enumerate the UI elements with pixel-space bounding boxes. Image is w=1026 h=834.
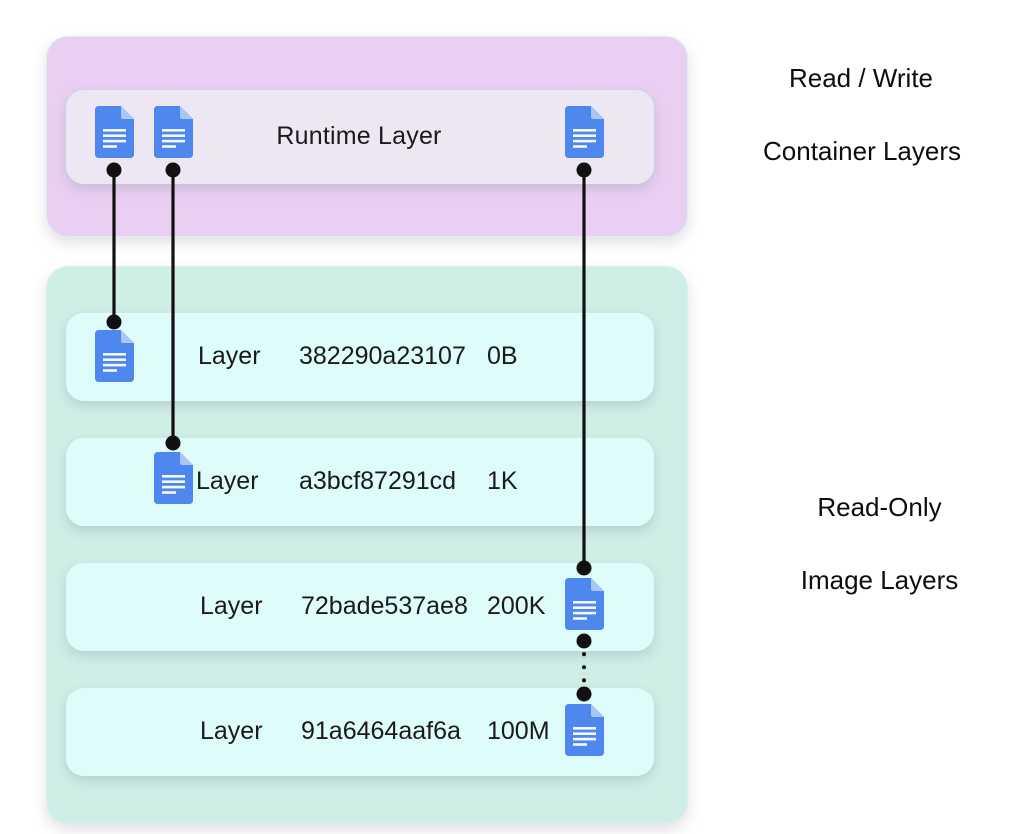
layer-id: 382290a23107 [299,341,466,370]
layer-size: 1K [487,466,518,495]
document-icon[interactable] [154,452,193,504]
document-icon[interactable] [95,330,134,382]
layer-size: 200K [487,591,546,620]
layer-size: 100M [487,716,550,745]
layer-label: Layer [196,466,259,495]
layer-label: Layer [200,716,263,745]
layer-id: a3bcf87291cd [299,466,457,495]
layer-id: 91a6464aaf6a [301,716,461,745]
annotation-read-write: Read / Write [788,63,933,93]
document-icon[interactable] [565,578,604,630]
layer-id: 72bade537ae8 [301,591,468,620]
layer-row[interactable] [66,563,654,651]
document-icon[interactable] [565,704,604,756]
layer-row[interactable] [66,688,654,776]
document-icon[interactable] [565,106,604,158]
layer-size: 0B [487,341,518,370]
annotation-container-layers: Container Layers [763,136,961,166]
layer-label: Layer [198,341,261,370]
document-icon[interactable] [154,106,193,158]
annotation-read-only: Read-Only [817,492,942,522]
layer-label: Layer [200,591,263,620]
layer-row[interactable] [66,313,654,401]
annotation-image-layers: Image Layers [800,565,959,595]
runtime-layer-title: Runtime Layer [276,121,442,150]
document-icon[interactable] [95,106,134,158]
